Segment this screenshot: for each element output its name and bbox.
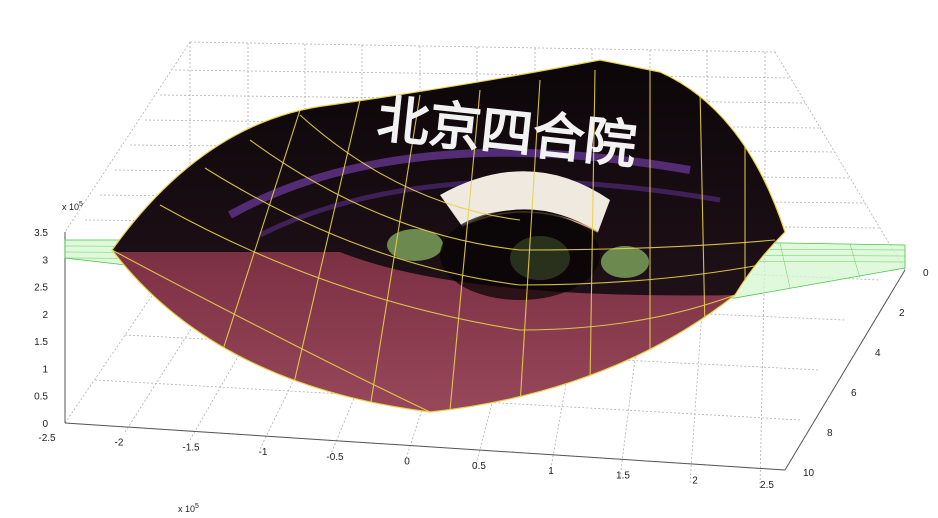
- x-tick-label: -2: [115, 438, 124, 449]
- x-tick-label: 1.5: [616, 471, 630, 482]
- z-axis-ticks: 0 0.5 1 1.5 2 2.5 3 3.5: [34, 228, 48, 430]
- z-tick-label: 2.5: [34, 283, 48, 294]
- z-tick-label: 0.5: [34, 392, 48, 403]
- y-tick-label: 2: [899, 308, 905, 319]
- x-multiplier: x 105: [178, 503, 199, 514]
- z-tick-label: 3: [42, 255, 48, 266]
- surface-outline: [111, 59, 786, 413]
- y-tick-label: 6: [851, 388, 857, 399]
- x-tick-label: 2.5: [760, 480, 774, 491]
- z-tick-label: 0: [42, 419, 48, 430]
- y-tick-label: 10: [803, 468, 815, 479]
- x-tick-label: 2: [692, 475, 698, 486]
- y-tick-label: 4: [875, 348, 881, 359]
- x-tick-label: -1: [259, 447, 268, 458]
- x-tick-label: -2.5: [38, 433, 56, 444]
- z-tick-label: 3.5: [34, 228, 48, 239]
- y-tick-label: 8: [827, 428, 833, 439]
- axes-frame: [64, 232, 906, 471]
- z-tick-label: 1.5: [34, 337, 48, 348]
- x-tick-label: 0: [404, 457, 410, 468]
- x-tick-label: 0.5: [472, 461, 486, 472]
- z-tick-label: 1: [42, 364, 48, 375]
- z-tick-label: 2: [42, 310, 48, 321]
- x-tick-label: -1.5: [182, 442, 200, 453]
- y-tick-label: 0: [923, 268, 929, 279]
- y-axis-ticks: 0 2 4 6 8 10: [803, 268, 929, 479]
- x-tick-label: 1: [548, 466, 554, 477]
- z-multiplier: x 105: [62, 201, 83, 212]
- x-tick-label: -0.5: [326, 452, 344, 463]
- x-axis-ticks: -2.5 -2 -1.5 -1 -0.5 0 0.5 1 1.5 2 2.5: [38, 433, 774, 491]
